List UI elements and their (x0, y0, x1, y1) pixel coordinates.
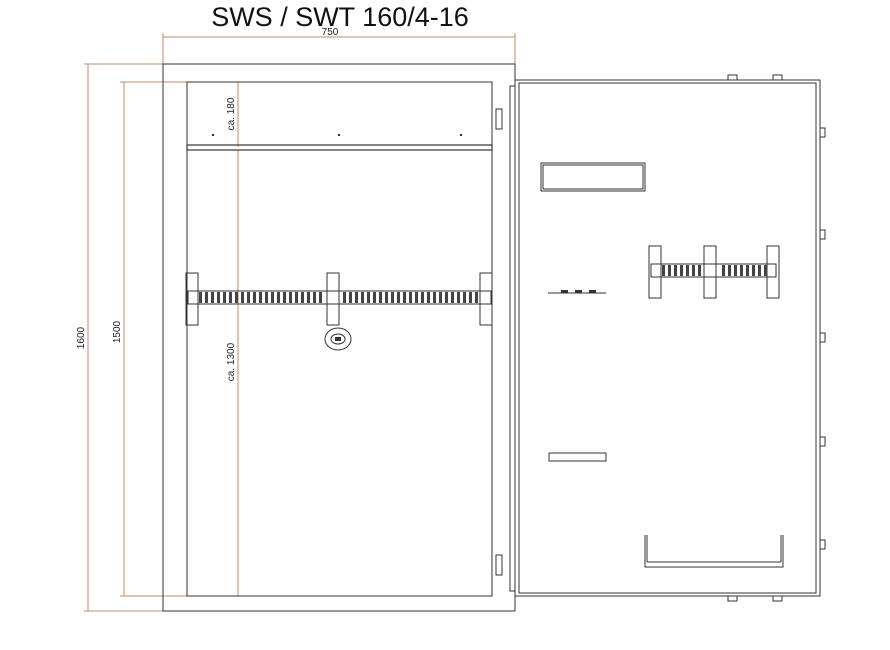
rack-tooth (734, 265, 737, 276)
rack-tooth (409, 292, 412, 303)
rack-tooth (475, 292, 478, 303)
inner-height-dimension: 1500 (112, 81, 188, 597)
top-compartment-dimension: ca. 180 (226, 82, 239, 147)
rack-tooth (463, 292, 466, 303)
main-compartment-label: ca. 1300 (226, 342, 237, 381)
inner-height-label: 1500 (112, 320, 123, 343)
gun-rack (185, 272, 493, 326)
rack-tooth (247, 292, 250, 303)
main-compartment-dimension: ca. 1300 (226, 150, 239, 596)
rack-tooth (319, 292, 322, 303)
width-label: 750 (322, 27, 339, 38)
rack-tooth (223, 292, 226, 303)
rack-tooth (740, 265, 743, 276)
rack-tooth (722, 265, 725, 276)
rack-tooth (277, 292, 280, 303)
rack-tooth (211, 292, 214, 303)
rack-tooth (241, 292, 244, 303)
rack-tooth (674, 265, 677, 276)
rack-tooth (379, 292, 382, 303)
rack-tooth (307, 292, 310, 303)
rack-tooth (343, 292, 346, 303)
rack-tooth (427, 292, 430, 303)
drawing-title: SWS / SWT 160/4-16 (211, 2, 469, 32)
hinge-bottom (495, 554, 503, 576)
rack-tooth (295, 292, 298, 303)
door-bottom-tray (644, 535, 784, 568)
rack-tooth (457, 292, 460, 303)
rack-tooth (391, 292, 394, 303)
hinge-top (495, 108, 503, 130)
rack-tooth (271, 292, 274, 303)
rack-tooth (367, 292, 370, 303)
lock-dial[interactable] (324, 327, 352, 351)
rack-tooth (403, 292, 406, 303)
top-compartment-label: ca. 180 (226, 97, 237, 130)
rack-tooth (301, 292, 304, 303)
rack-tooth (668, 265, 671, 276)
rack-tooth (289, 292, 292, 303)
rack-tooth (686, 265, 689, 276)
rack-tooth (415, 292, 418, 303)
rack-tooth (229, 292, 232, 303)
outer-height-dimension: 1600 (76, 63, 165, 612)
rack-tooth (692, 265, 695, 276)
rack-tooth (373, 292, 376, 303)
rack-tooth (698, 265, 701, 276)
rack-tooth (445, 292, 448, 303)
rack-tooth (451, 292, 454, 303)
door-hook-bar (548, 290, 606, 294)
rack-tooth (421, 292, 424, 303)
rack-tooth (680, 265, 683, 276)
rack-tooth (265, 292, 268, 303)
door (509, 79, 821, 597)
rack-tooth (217, 292, 220, 303)
rack-tooth (752, 265, 755, 276)
rack-tooth (433, 292, 436, 303)
rack-tooth (199, 292, 202, 303)
rack-tooth (313, 292, 316, 303)
rack-tooth (439, 292, 442, 303)
rack-tooth (259, 292, 262, 303)
door-top-pocket (540, 162, 646, 192)
rack-tooth (758, 265, 761, 276)
rack-tooth (355, 292, 358, 303)
door-gun-rack (648, 245, 780, 299)
rack-tooth (397, 292, 400, 303)
width-dimension: 750 (162, 27, 516, 80)
rack-tooth (253, 292, 256, 303)
rack-tooth (235, 292, 238, 303)
rack-tooth (764, 265, 767, 276)
rack-tooth (746, 265, 749, 276)
rack-tooth (469, 292, 472, 303)
outer-height-label: 1600 (76, 326, 87, 349)
rack-tooth (385, 292, 388, 303)
rack-tooth (283, 292, 286, 303)
rack-tooth (205, 292, 208, 303)
rack-tooth (349, 292, 352, 303)
door-slot (548, 452, 607, 462)
door-bolts (727, 74, 826, 602)
rack-tooth (361, 292, 364, 303)
rack-tooth (728, 265, 731, 276)
rack-tooth (662, 265, 665, 276)
